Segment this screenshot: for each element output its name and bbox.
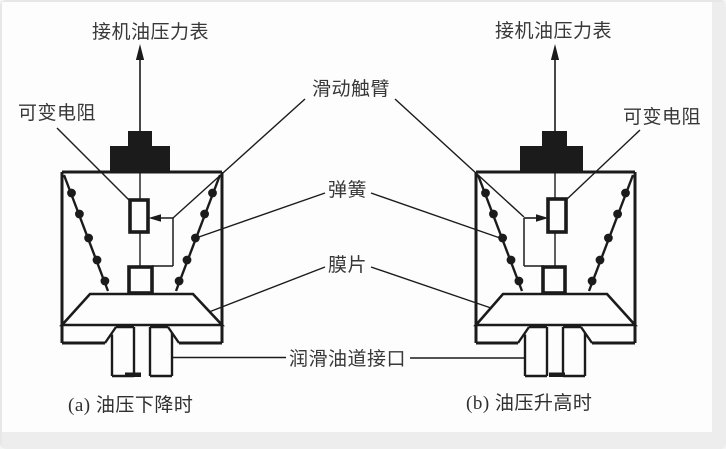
scan-edge-left [0,0,2,449]
sensor-b-drawing [473,44,638,378]
slider-arrow-left-icon [148,214,161,222]
slider-arrow-right-icon [536,214,549,222]
oil-fitting-b [517,325,593,378]
resistor-element-b [546,197,568,234]
leader-variable-resistor-b [565,129,641,201]
plunger-b [541,265,567,295]
gauge-label-b: 接机油压力表 [495,21,613,42]
slider-arm-a [148,214,174,267]
leader-spring-a [195,192,326,239]
housing-a [60,170,224,345]
leader-variable-resistor-a [56,127,131,202]
scan-edge-top [0,0,726,2]
oil-fitting-a [104,325,180,378]
gauge-label-a: 接机油压力表 [92,22,210,43]
leader-spring-b [370,192,501,239]
variable-resistor-label-a: 可变电阻 [18,103,97,124]
oil-passage-port-label: 润滑油道接口 [289,349,407,370]
slider-arm-b [523,214,549,267]
terminal-cap-a [110,131,170,172]
terminal-cap-b [520,131,583,172]
leader-diaphragm-b [370,266,492,309]
resistor-element-a [128,198,150,234]
sensor-a-drawing [59,44,225,378]
variable-resistor-label-b: 可变电阻 [623,107,702,128]
leader-lines [56,98,641,359]
spring-coil-left-a [62,174,110,292]
spring-coil-left-b [476,174,524,292]
diaphragm-b [473,292,638,327]
leader-slider-arm-a [172,98,306,219]
caption-b: (b) 油压升高时 [466,393,593,414]
diaphragm-a [59,292,225,327]
scan-edge-right [712,0,726,449]
sliding-contact-arm-label: 滑动触臂 [312,79,391,100]
spring-label: 弹簧 [328,180,368,201]
leader-diaphragm-a [208,266,326,313]
plunger-a [127,265,154,295]
leader-slider-arm-b [394,98,525,218]
scan-edge-bottom [0,432,726,449]
caption-a: (a) 油压下降时 [68,395,194,416]
spring-coil-right-a [174,174,222,292]
diaphragm-label: 膜片 [328,255,368,276]
spring-coil-right-b [587,174,635,292]
